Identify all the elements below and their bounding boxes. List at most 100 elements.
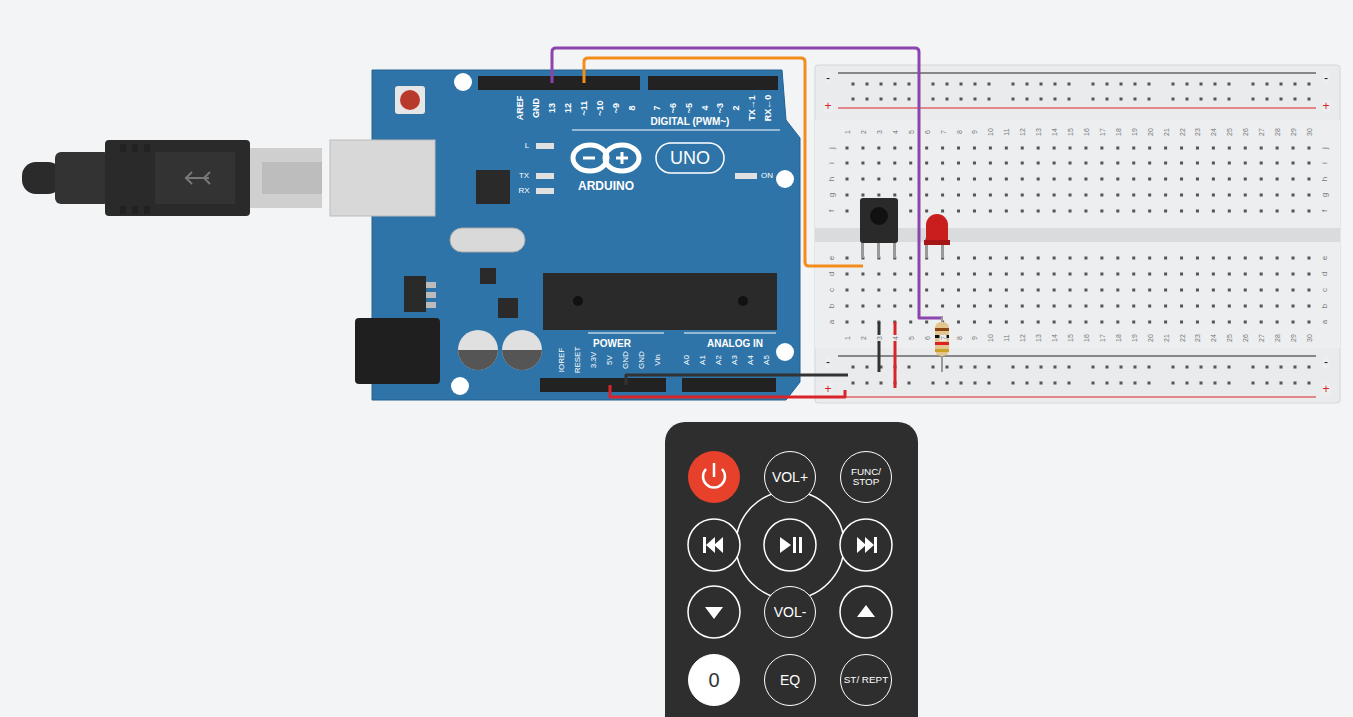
breadboard-hole <box>957 210 960 213</box>
breadboard-hole <box>1148 305 1151 308</box>
breadboard-hole <box>1106 83 1109 86</box>
ir-remote <box>665 422 918 717</box>
breadboard-hole <box>989 194 992 197</box>
breadboard-hole <box>925 194 928 197</box>
breadboard-hole <box>973 305 976 308</box>
breadboard-hole <box>957 162 960 165</box>
breadboard-hole <box>1200 98 1203 101</box>
breadboard-hole <box>1068 366 1071 369</box>
breadboard-hole <box>925 273 928 276</box>
breadboard-hole <box>1053 273 1056 276</box>
breadboard-hole <box>1069 147 1072 150</box>
breadboard-hole <box>861 321 864 324</box>
breadboard-label: 10 <box>987 333 994 343</box>
breadboard-hole <box>973 257 976 260</box>
pin-label: ~5 <box>685 103 694 113</box>
breadboard-hole <box>960 366 963 369</box>
breadboard-hole <box>1172 382 1175 385</box>
breadboard-hole <box>1068 83 1071 86</box>
remote-button: 0 <box>688 654 740 706</box>
breadboard-label: - <box>1323 72 1329 84</box>
remote-button: VOL- <box>764 586 816 638</box>
breadboard-hole <box>861 147 864 150</box>
breadboard-hole <box>1116 257 1119 260</box>
pin-label: 12 <box>564 103 573 113</box>
breadboard-hole <box>1021 178 1024 181</box>
breadboard-hole <box>1148 366 1151 369</box>
breadboard-hole <box>960 382 963 385</box>
breadboard-hole <box>1244 210 1247 213</box>
breadboard-hole <box>1294 98 1297 101</box>
breadboard-label: 5 <box>907 335 914 341</box>
breadboard-hole <box>1026 83 1029 86</box>
breadboard-hole <box>957 273 960 276</box>
breadboard-hole <box>1260 147 1263 150</box>
breadboard-hole <box>1106 366 1109 369</box>
breadboard-hole <box>1132 194 1135 197</box>
breadboard-hole <box>1148 210 1151 213</box>
breadboard-hole <box>909 305 912 308</box>
breadboard-hole <box>909 289 912 292</box>
breadboard-hole <box>1228 83 1231 86</box>
breadboard-hole <box>1005 305 1008 308</box>
breadboard-hole <box>1164 321 1167 324</box>
breadboard-label: 24 <box>1210 333 1217 343</box>
breadboard-hole <box>1037 273 1040 276</box>
pin-label: ~3 <box>716 103 725 113</box>
breadboard-hole <box>989 257 992 260</box>
breadboard-hole <box>1005 273 1008 276</box>
breadboard-hole <box>1021 210 1024 213</box>
breadboard-hole <box>1276 147 1279 150</box>
breadboard-hole <box>1116 194 1119 197</box>
breadboard-label: h <box>1321 176 1329 182</box>
breadboard-hole <box>894 83 897 86</box>
breadboard-hole <box>1148 273 1151 276</box>
breadboard-hole <box>1244 305 1247 308</box>
breadboard-hole <box>1132 178 1135 181</box>
breadboard-hole <box>1012 382 1015 385</box>
pin-label: A3 <box>731 355 739 365</box>
breadboard-hole <box>1132 273 1135 276</box>
pin-label: A0 <box>683 355 691 365</box>
breadboard-hole <box>894 98 897 101</box>
breadboard-hole <box>1280 98 1283 101</box>
breadboard-hole <box>893 178 896 181</box>
pin-label: IOREF <box>558 348 566 372</box>
breadboard-hole <box>1266 98 1269 101</box>
breadboard-hole <box>880 382 883 385</box>
breadboard-hole <box>1026 366 1029 369</box>
breadboard-hole <box>1292 194 1295 197</box>
breadboard-label: d <box>1321 271 1329 277</box>
pin-label: RX <box>518 187 529 195</box>
breadboard-hole <box>1026 382 1029 385</box>
breadboard-hole <box>1280 83 1283 86</box>
breadboard-hole <box>1134 366 1137 369</box>
breadboard-hole <box>941 147 944 150</box>
breadboard-hole <box>973 162 976 165</box>
breadboard-hole <box>1021 162 1024 165</box>
breadboard-label: 21 <box>1162 333 1169 343</box>
breadboard-hole <box>1054 83 1057 86</box>
breadboard-hole <box>1266 83 1269 86</box>
breadboard-hole <box>1200 83 1203 86</box>
breadboard-hole <box>1228 162 1231 165</box>
breadboard-hole <box>1005 289 1008 292</box>
breadboard-label: 22 <box>1178 127 1185 137</box>
breadboard-hole <box>1276 257 1279 260</box>
button-text: FUNC/ STOP <box>841 467 891 488</box>
breadboard-label: 13 <box>1035 333 1042 343</box>
breadboard-hole <box>1148 382 1151 385</box>
breadboard-hole <box>973 147 976 150</box>
breadboard-hole <box>1186 366 1189 369</box>
breadboard-hole <box>1276 289 1279 292</box>
breadboard-hole <box>1037 162 1040 165</box>
breadboard-hole <box>1037 257 1040 260</box>
breadboard-hole <box>1134 83 1137 86</box>
breadboard-label: 2 <box>859 335 866 341</box>
breadboard-hole <box>893 289 896 292</box>
breadboard-hole <box>1292 305 1295 308</box>
breadboard-hole <box>846 257 849 260</box>
breadboard-hole <box>1053 178 1056 181</box>
breadboard-hole <box>877 289 880 292</box>
breadboard-hole <box>1196 210 1199 213</box>
